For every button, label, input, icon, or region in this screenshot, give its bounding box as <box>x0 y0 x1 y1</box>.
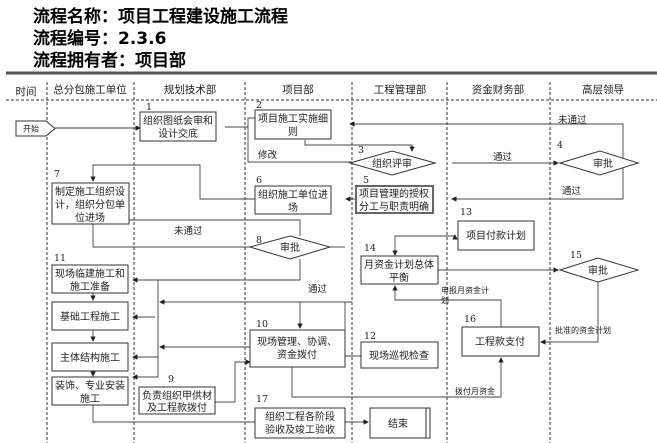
svg-text:月资金计划总体: 月资金计划总体 <box>364 258 434 271</box>
svg-text:审批: 审批 <box>280 241 300 254</box>
svg-text:计，组织分包单: 计，组织分包单 <box>55 198 125 211</box>
step-number: 17 <box>256 394 268 405</box>
step-number: 6 <box>256 175 262 186</box>
process-name: 流程名称：项目工程建设施工流程 <box>33 7 288 27</box>
step-number: 5 <box>363 175 369 186</box>
edge-label-rejected: 未通过 <box>174 225 203 237</box>
edge-label-approved-plan: 批准的资金计划 <box>555 325 611 335</box>
edge-label-passed: 通过 <box>562 185 582 197</box>
svg-text:开始: 开始 <box>23 124 39 134</box>
process-code: 流程编号：2.3.6 <box>33 29 167 49</box>
svg-text:设计交底: 设计交底 <box>158 127 198 140</box>
foundation-box[interactable]: 基础工程施工 <box>51 301 129 331</box>
svg-text:平衡: 平衡 <box>389 272 409 284</box>
svg-text:制定施工组织设: 制定施工组织设 <box>55 185 125 198</box>
step-number: 9 <box>168 374 174 385</box>
svg-text:组织施工单位进: 组织施工单位进 <box>258 188 328 201</box>
svg-text:场: 场 <box>288 201 298 214</box>
svg-text:施工准备: 施工准备 <box>70 280 110 293</box>
svg-text:结束: 结束 <box>388 417 408 430</box>
step-number: 1 <box>146 102 152 113</box>
lane-project: 项目部 <box>282 83 314 96</box>
step-4-diamond[interactable]: 审批 <box>558 150 640 176</box>
svg-text:组织图纸会审和: 组织图纸会审和 <box>143 114 213 127</box>
svg-text:项目管理的授权: 项目管理的授权 <box>359 187 429 200</box>
step-13-box[interactable]: 项目付款计划 <box>457 220 535 251</box>
svg-text:审批: 审批 <box>593 157 613 170</box>
lane-time: 时间 <box>16 85 37 98</box>
svg-text:现场巡视检查: 现场巡视检查 <box>369 349 429 362</box>
step-12-box[interactable]: 现场巡视检查 <box>360 341 439 369</box>
svg-text:基础工程施工: 基础工程施工 <box>60 310 120 323</box>
step-10-box[interactable]: 现场管理、协调、资金拨付 <box>249 329 346 368</box>
edge-label-passed: 通过 <box>493 151 513 163</box>
edge-label-monthly-funds: 拨付月资金 <box>455 386 495 396</box>
svg-text:负责组织甲供材: 负责组织甲供材 <box>142 389 212 402</box>
svg-text:工程款支付: 工程款支付 <box>475 335 525 348</box>
step-number: 14 <box>364 243 376 254</box>
step-16-box[interactable]: 工程款支付 <box>461 326 540 357</box>
svg-text:组织评审: 组织评审 <box>372 157 412 170</box>
connectors <box>55 115 624 425</box>
edge-label-report-plan-cont: 划 <box>441 295 449 305</box>
edge-label-passed: 通过 <box>308 283 328 295</box>
step-number: 4 <box>557 140 563 151</box>
step-number: 10 <box>256 319 268 330</box>
step-number: 11 <box>54 253 66 264</box>
step-number: 3 <box>358 145 364 156</box>
svg-text:施工: 施工 <box>80 392 100 405</box>
edge-label-report-plan: 申报月资金计 <box>441 285 489 295</box>
svg-text:验收及竣工验收: 验收及竣工验收 <box>265 423 335 436</box>
step-number: 16 <box>464 314 476 325</box>
step-3-diamond[interactable]: 组织评审 <box>348 150 437 176</box>
process-owner: 流程拥有者：项目部 <box>33 51 186 71</box>
edge-label-rejected: 未通过 <box>558 114 587 126</box>
main-structure-box[interactable]: 主体结构施工 <box>51 342 129 372</box>
step-number: 7 <box>54 169 60 180</box>
svg-text:位进场: 位进场 <box>75 211 105 224</box>
svg-text:审批: 审批 <box>588 264 608 277</box>
lane-contractor: 总分包施工单位 <box>53 83 127 96</box>
lane-dividers <box>46 82 551 443</box>
svg-text:组织工程各阶段: 组织工程各阶段 <box>265 410 335 423</box>
lane-engineering: 工程管理部 <box>374 83 427 96</box>
step-15-diamond[interactable]: 审批 <box>558 257 640 283</box>
step-number: 15 <box>570 250 582 261</box>
step-number: 12 <box>364 331 376 342</box>
step-8-diamond[interactable]: 审批 <box>248 235 332 260</box>
svg-text:装饰、专业安装: 装饰、专业安装 <box>55 379 125 392</box>
step-number: 8 <box>256 235 262 246</box>
end-node[interactable]: 结束 <box>369 407 431 439</box>
start-node[interactable]: 开始 <box>15 120 56 137</box>
svg-text:分工与职责明确: 分工与职责明确 <box>359 200 429 213</box>
step-number: 13 <box>460 207 472 218</box>
svg-text:现场临建施工和: 现场临建施工和 <box>55 267 125 280</box>
step-number: 2 <box>256 100 262 111</box>
svg-text:项目施工实施细: 项目施工实施细 <box>258 112 328 125</box>
svg-text:现场管理、协调、: 现场管理、协调、 <box>257 335 337 348</box>
svg-text:及工程款拨付: 及工程款拨付 <box>147 401 207 414</box>
svg-text:资金拨付: 资金拨付 <box>277 348 317 361</box>
lane-leadership: 高层领导 <box>582 83 624 96</box>
svg-text:主体结构施工: 主体结构施工 <box>60 351 120 364</box>
lane-finance: 资金财务部 <box>472 83 525 96</box>
lane-planning: 规划技术部 <box>164 83 217 96</box>
svg-text:则: 则 <box>288 125 298 138</box>
edge-label-revise: 修改 <box>258 149 278 161</box>
svg-text:项目付款计划: 项目付款计划 <box>466 229 526 242</box>
